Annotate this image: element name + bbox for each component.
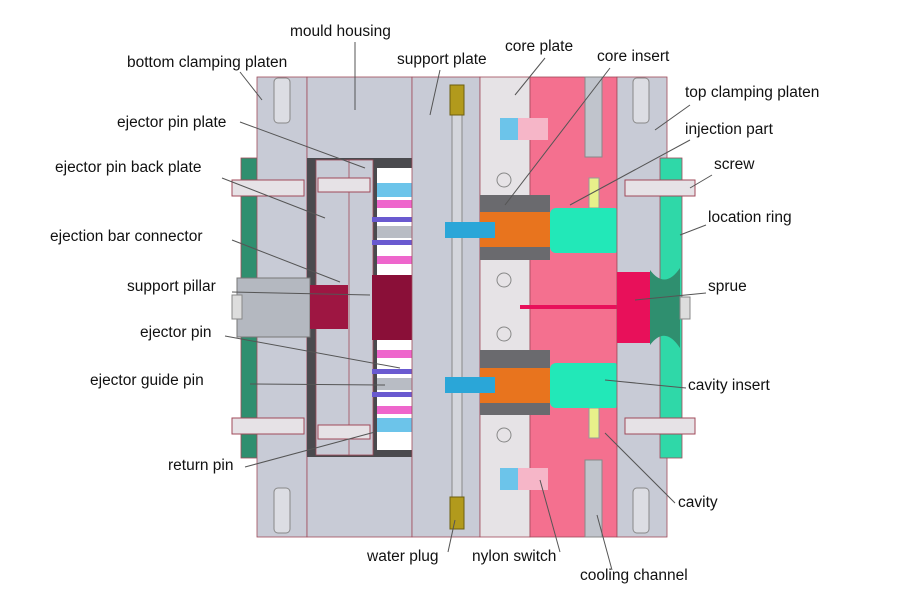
cooling-hole xyxy=(496,326,512,342)
cooling-channel xyxy=(584,76,603,158)
label-ejector-pin: ejector pin xyxy=(140,324,212,341)
label-return-pin: return pin xyxy=(168,457,234,474)
label-water-plug: water plug xyxy=(367,548,439,565)
ejection-bar-connector-body xyxy=(372,275,412,340)
platen-bolt xyxy=(273,487,291,534)
ejector-pin xyxy=(372,369,412,374)
sprue-channel xyxy=(520,305,620,309)
ejector-pin xyxy=(372,240,412,245)
ejection-bar-connector xyxy=(310,285,348,329)
label-support-pillar: support pillar xyxy=(127,278,216,295)
label-location-ring: location ring xyxy=(708,209,792,226)
cooling-hole xyxy=(496,427,512,443)
cavity-insert xyxy=(550,363,620,408)
cooling-hole xyxy=(496,172,512,188)
cavity-runner xyxy=(588,177,600,209)
injection-part xyxy=(550,208,620,253)
label-bottom-clamping-platen: bottom clamping platen xyxy=(127,54,288,71)
label-core-plate: core plate xyxy=(505,38,574,55)
return-pin xyxy=(377,183,412,197)
support-pillar xyxy=(236,277,311,338)
label-ejection-bar-connector: ejection bar connector xyxy=(50,228,203,245)
label-cavity-insert: cavity insert xyxy=(688,377,770,394)
cooling-hole xyxy=(496,272,512,288)
platen-bolt xyxy=(632,77,650,124)
nylon-switch-holder xyxy=(500,468,518,490)
label-screw: screw xyxy=(714,156,755,173)
label-ejector-pin-back-plate: ejector pin back plate xyxy=(55,159,202,176)
screw xyxy=(624,179,696,197)
nylon-switch xyxy=(518,468,548,490)
ejector-pin xyxy=(377,350,412,358)
label-top-clamping-platen: top clamping platen xyxy=(685,84,820,101)
screw xyxy=(317,424,371,440)
label-support-plate: support plate xyxy=(397,51,487,68)
ejector-pin-head xyxy=(445,222,495,238)
return-pin xyxy=(377,418,412,432)
cavity-runner xyxy=(588,407,600,439)
sprue-bushing xyxy=(650,268,680,348)
label-mould-housing: mould housing xyxy=(290,23,391,40)
label-sprue: sprue xyxy=(708,278,747,295)
support-plate xyxy=(411,76,481,538)
label-cooling-channel: cooling channel xyxy=(580,567,688,584)
leader-lines xyxy=(221,42,713,571)
label-cavity: cavity xyxy=(678,494,718,511)
ejector-pin xyxy=(372,392,412,397)
label-ejector-guide-pin: ejector guide pin xyxy=(90,372,204,389)
ejector-guide-pin xyxy=(377,378,412,390)
label-nylon-switch: nylon switch xyxy=(472,548,557,565)
ejector-guide-pin xyxy=(377,226,412,238)
nylon-switch-holder xyxy=(500,118,518,140)
sprue xyxy=(617,272,650,343)
water-plug xyxy=(449,496,465,530)
water-plug xyxy=(449,84,465,116)
ejector-pin xyxy=(372,217,412,222)
label-core-insert: core insert xyxy=(597,48,670,65)
ejector-rod xyxy=(451,109,463,506)
screw xyxy=(317,177,371,193)
ejector-pin-plate xyxy=(348,159,374,456)
screw xyxy=(624,417,696,435)
label-injection-part: injection part xyxy=(685,121,773,138)
screw xyxy=(231,179,305,197)
platen-bolt xyxy=(632,487,650,534)
ejector-pin xyxy=(377,406,412,414)
sprue-nozzle xyxy=(679,296,691,320)
platen-bolt xyxy=(273,77,291,124)
nylon-switch xyxy=(518,118,548,140)
pillar-bolt xyxy=(231,294,243,320)
screw xyxy=(231,417,305,435)
ejector-pin xyxy=(377,200,412,208)
ejector-pin-head xyxy=(445,377,495,393)
label-ejector-pin-plate: ejector pin plate xyxy=(117,114,227,131)
ejector-pin xyxy=(377,256,412,264)
